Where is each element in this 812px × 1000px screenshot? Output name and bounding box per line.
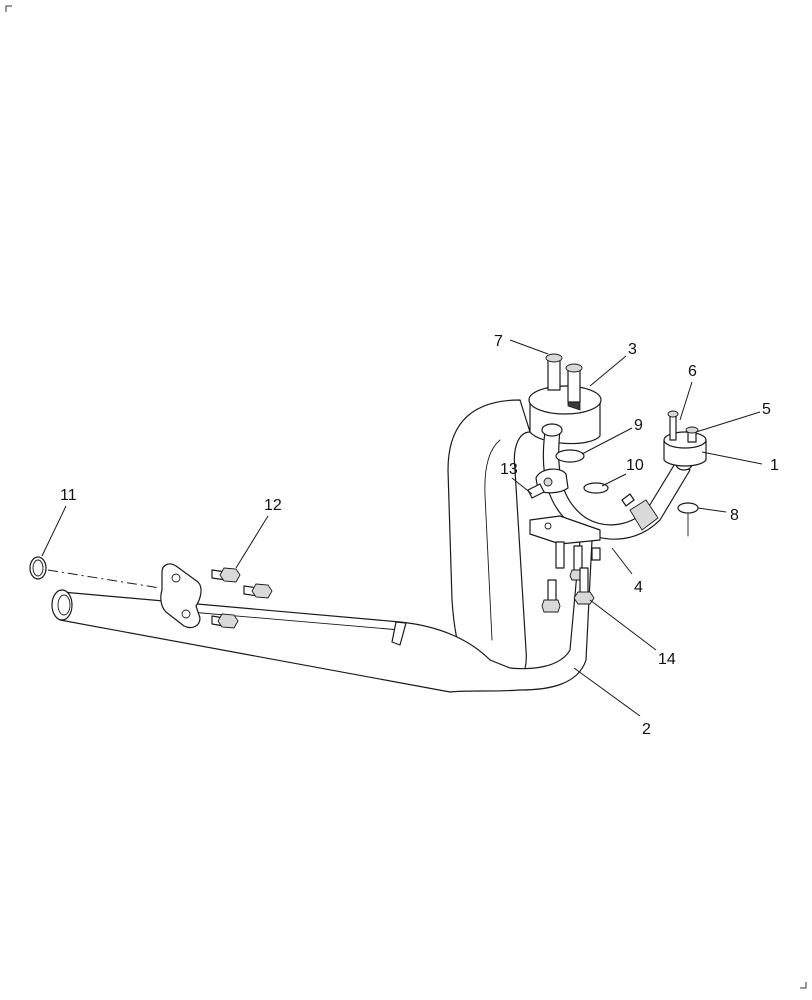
leader-12 [235, 515, 269, 569]
bracket-plate [529, 515, 601, 545]
tube-loop-inner [484, 439, 501, 641]
flange-plate [160, 563, 202, 629]
seal-ring-8 [677, 502, 699, 514]
leader-8 [697, 507, 727, 513]
leader-7 [509, 339, 549, 355]
o-ring-11 [29, 556, 47, 580]
screw-6 [667, 410, 679, 441]
leader-13 [511, 477, 533, 495]
clamp-13 [527, 468, 569, 499]
callout-9: 9 [634, 417, 643, 434]
leader-9 [581, 427, 633, 455]
callout-5: 5 [762, 401, 771, 418]
leader-10 [601, 473, 627, 487]
leader-lines [41, 339, 763, 717]
leader-3 [589, 355, 627, 387]
callout-7: 7 [494, 333, 503, 350]
callout-4: 4 [634, 579, 643, 596]
leader-5 [695, 411, 761, 433]
main-tube-assembly [51, 399, 593, 693]
callout-3: 3 [628, 341, 637, 358]
callout-11: 11 [60, 487, 77, 504]
corner-mark-top-left [5, 5, 12, 12]
tube-end [51, 589, 73, 621]
bolts-12 [211, 567, 273, 629]
callout-12: 12 [264, 497, 282, 514]
tube-end-inner [57, 594, 71, 616]
leader-11 [41, 505, 67, 557]
callout-6: 6 [688, 363, 697, 380]
center-line [47, 569, 161, 589]
callout-14: 14 [658, 651, 676, 668]
bolts-14 [541, 541, 601, 613]
leader-1 [701, 451, 763, 465]
callout-labels: 1 2 3 4 5 6 7 8 9 10 11 12 13 14 [60, 333, 779, 738]
callout-13: 13 [500, 461, 518, 478]
leader-4 [611, 547, 633, 575]
cap-screws-7 [545, 353, 583, 403]
corner-mark-bottom-right [800, 982, 807, 989]
screw-5 [685, 426, 699, 443]
block-fitting-3 [528, 385, 602, 445]
callout-10: 10 [626, 457, 644, 474]
leader-14 [589, 599, 657, 651]
seal-ring-9 [555, 449, 585, 463]
leader-6 [679, 381, 693, 421]
tube-collar [391, 621, 407, 646]
callout-8: 8 [730, 507, 739, 524]
callout-1: 1 [770, 457, 779, 474]
callout-2: 2 [642, 721, 651, 738]
leader-2 [573, 667, 641, 717]
